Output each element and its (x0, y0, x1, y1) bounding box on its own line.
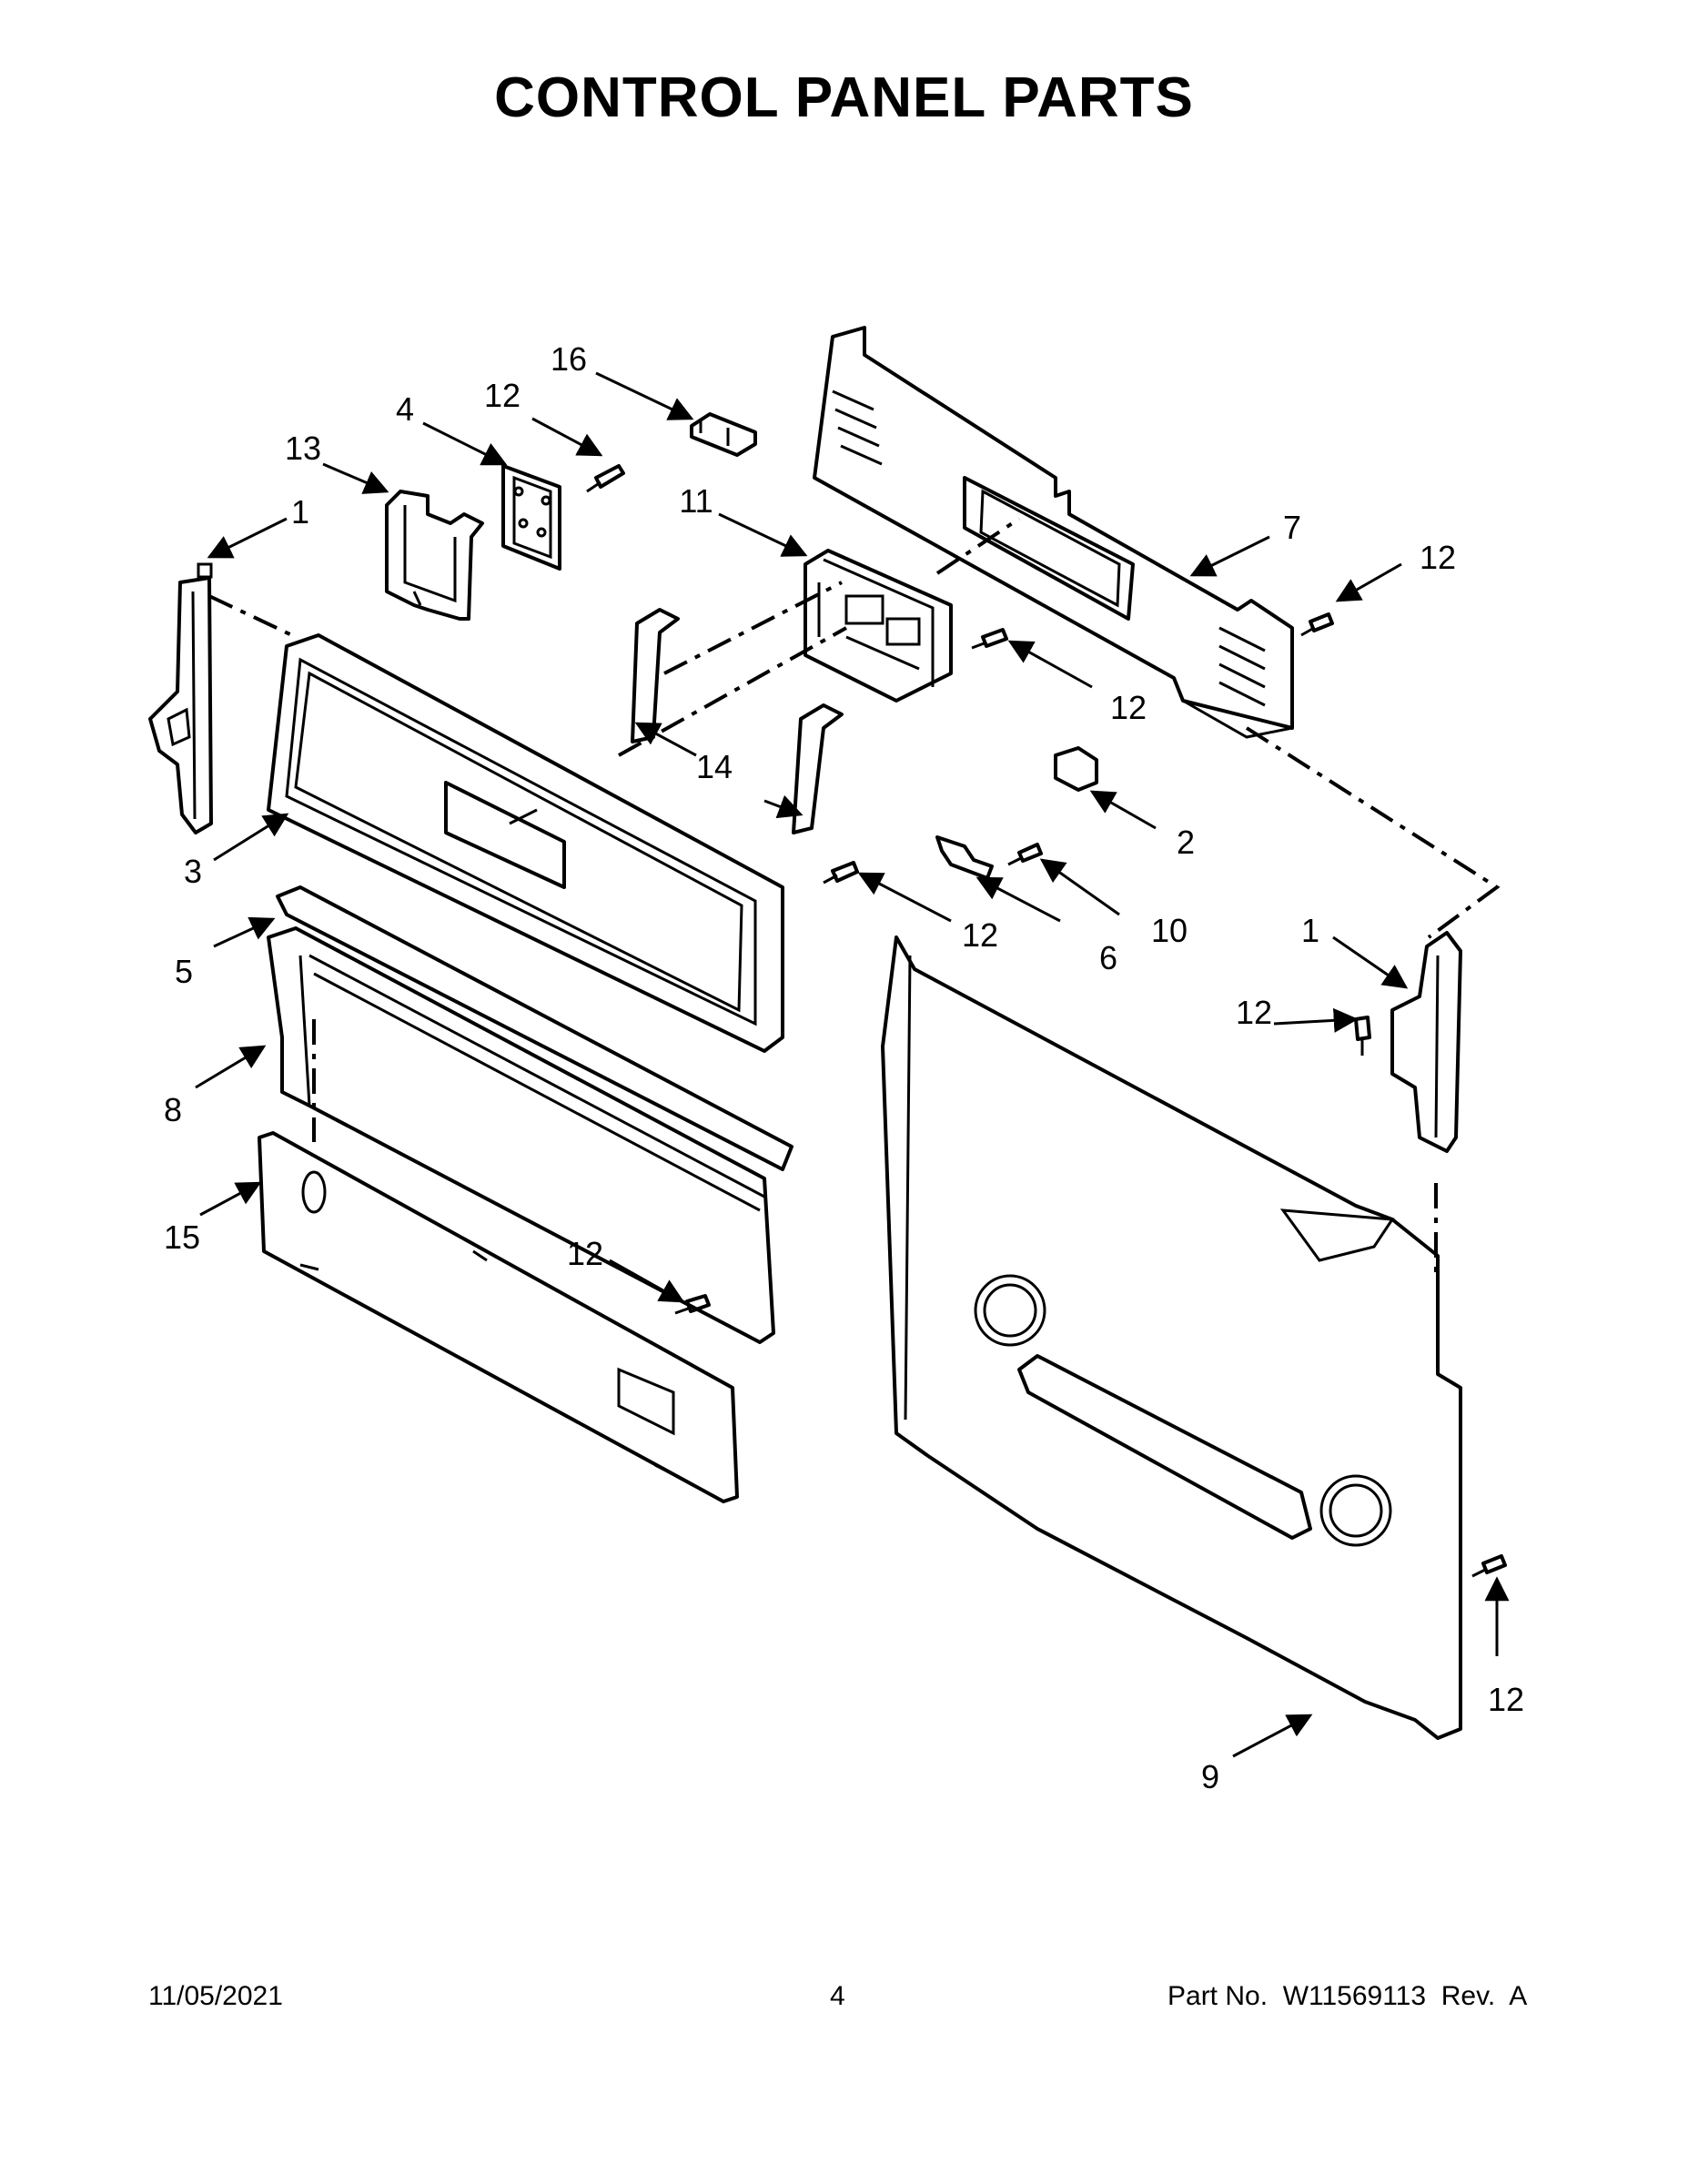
callout-10: 10 (1151, 912, 1188, 949)
callout-13: 13 (285, 430, 321, 467)
callout-2: 2 (1177, 824, 1195, 861)
footer-date: 11/05/2021 (148, 1981, 283, 2011)
callout-5: 5 (175, 953, 193, 990)
end-caps-14 (631, 608, 844, 834)
callout-4: 4 (396, 390, 414, 428)
callout-16: 16 (551, 340, 587, 378)
clip-16 (690, 412, 757, 457)
callout-12-e: 12 (1236, 994, 1272, 1031)
callout-12-d: 12 (962, 916, 998, 954)
bracket-13 (385, 490, 484, 621)
callout-1-left: 1 (291, 493, 309, 531)
callout-15: 15 (164, 1218, 200, 1256)
callout-6: 6 (1099, 939, 1117, 976)
callout-12-a: 12 (484, 377, 521, 414)
trim-5 (276, 885, 793, 1171)
callout-8: 8 (164, 1091, 182, 1128)
screw-icons (586, 464, 1507, 1578)
callout-7: 7 (1283, 509, 1301, 546)
callout-12-g: 12 (1488, 1681, 1524, 1718)
channel-8 (267, 926, 775, 1344)
side-bracket-right (1390, 931, 1462, 1153)
side-bracket-left (148, 562, 213, 834)
rear-panel-7 (813, 326, 1294, 739)
callout-12-f: 12 (567, 1235, 603, 1272)
callout-14: 14 (696, 748, 733, 785)
part-2 (1054, 746, 1098, 792)
console-3 (267, 633, 784, 1053)
callout-12-c: 12 (1110, 689, 1147, 726)
alignment-lines (208, 517, 1501, 1274)
footer-page-number: 4 (830, 1981, 845, 2011)
callout-12-b: 12 (1420, 539, 1456, 576)
callout-11: 11 (679, 482, 713, 520)
footer-part-number: Part No. W11569113 Rev. A (1167, 1981, 1528, 2011)
callout-9: 9 (1201, 1758, 1219, 1795)
cover-15 (258, 1131, 739, 1503)
part-6 (935, 835, 994, 880)
callout-3: 3 (184, 853, 202, 890)
callout-1-right: 1 (1301, 912, 1319, 949)
callout-leaders (195, 371, 1510, 1758)
board-4 (501, 464, 561, 571)
control-board-11 (804, 549, 953, 703)
page-title: CONTROL PANEL PARTS (494, 66, 1194, 129)
panel-9 (881, 935, 1462, 1740)
callout-labels: 16 4 12 13 1 11 7 12 12 14 3 2 12 10 6 5… (164, 340, 1524, 1795)
